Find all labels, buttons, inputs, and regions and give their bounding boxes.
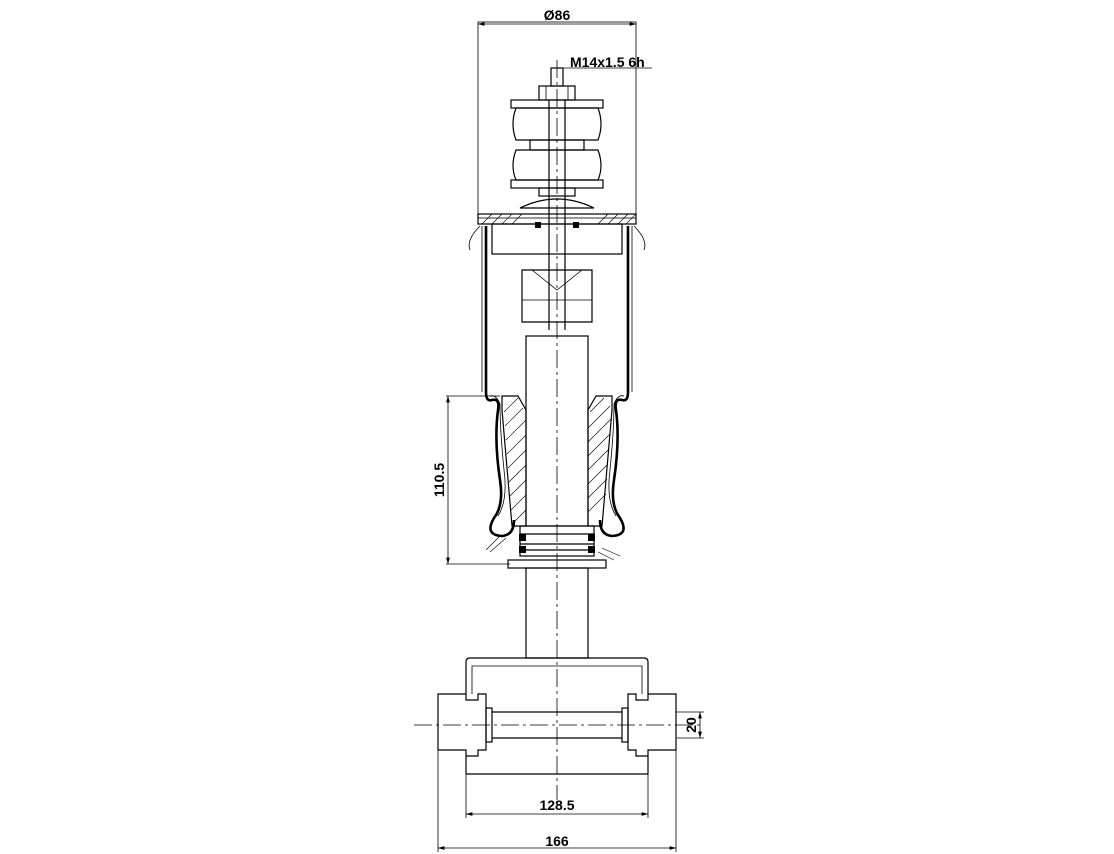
top-cover-plate (468, 198, 646, 251)
dim-thread: M14x1.5 6h (557, 54, 652, 70)
piston-base (485, 525, 621, 569)
inner-housing (491, 223, 623, 323)
bellows-lobes (484, 391, 630, 538)
dim-height: 110.5 (431, 395, 510, 565)
dim-height-label: 110.5 (431, 463, 447, 497)
dim-inner-width-label: 128.5 (539, 797, 574, 813)
bellows-upper (481, 226, 633, 392)
lower-clevis (414, 657, 704, 775)
dim-pin-diameter-label: 20 (683, 717, 699, 733)
piston-left (501, 395, 527, 527)
dim-thread-label: M14x1.5 6h (570, 54, 645, 70)
dim-pin-diameter: 20 (676, 711, 704, 739)
dim-top-diameter: Ø86 (478, 7, 636, 26)
dim-inner-width: 128.5 (465, 774, 649, 818)
dim-outer-width: 166 (437, 750, 677, 852)
dim-top-diameter-label: Ø86 (544, 7, 571, 23)
piston-right (587, 395, 613, 527)
dim-outer-width-label: 166 (545, 833, 569, 849)
rubber-bushings (510, 100, 604, 330)
